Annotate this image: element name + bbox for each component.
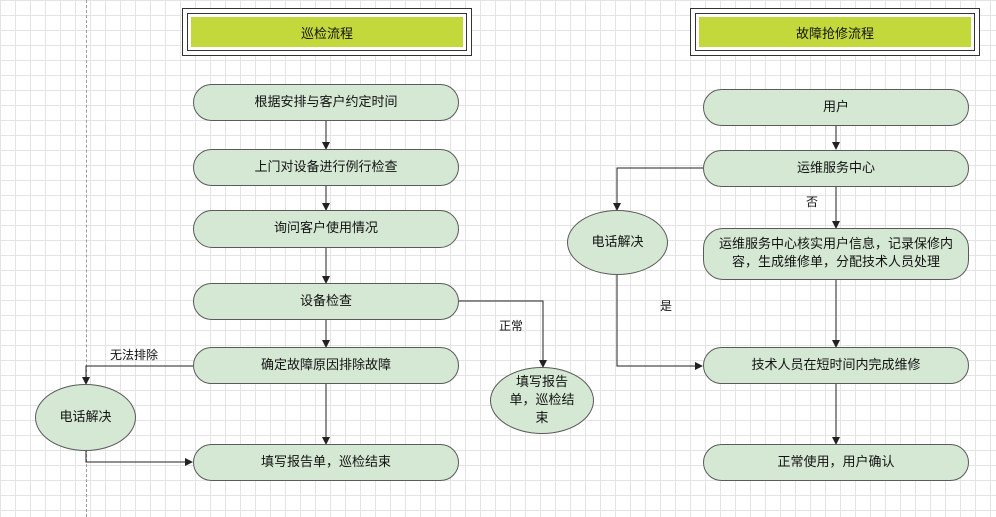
left-step-4[interactable]: 设备检查 [193,283,459,320]
right-step-2[interactable]: 运维服务中心 [703,150,969,187]
right-step-5[interactable]: 正常使用，用户确认 [703,444,969,481]
label-cannot-resolve: 无法排除 [110,348,159,362]
right-step-3[interactable]: 运维服务中心核实用户信息，记录保修内容，生成维修单，分配技术人员处理 [703,228,969,280]
edge-normal [459,300,547,368]
left-title-frame: 巡检流程 [182,8,472,56]
right-title-frame: 故障抢修流程 [690,8,980,56]
right-step-1[interactable]: 用户 [703,89,969,126]
edge-r2-phone [613,167,703,211]
right-phone-ellipse[interactable]: 电话解决 [567,210,668,275]
left-phone-ellipse[interactable]: 电话解决 [35,384,136,451]
label-normal: 正常 [499,319,524,333]
left-step-6[interactable]: 填写报告单，巡检结束 [193,444,459,481]
edge-phone-r4 [616,275,703,370]
right-flow-title: 故障抢修流程 [699,17,971,47]
edge-phone-report [85,451,193,466]
left-flow-title: 巡检流程 [191,17,463,47]
left-step-5[interactable]: 确定故障原因排除故障 [193,347,459,384]
left-report-ellipse[interactable]: 填写报告单，巡检结束 [490,367,594,434]
label-yes: 是 [660,299,673,313]
swimlane-divider [86,0,87,517]
left-step-1[interactable]: 根据安排与客户约定时间 [193,84,459,121]
right-step-4[interactable]: 技术人员在短时间内完成维修 [703,347,969,384]
label-no: 否 [806,195,819,209]
left-step-2[interactable]: 上门对设备进行例行检查 [193,149,459,186]
edge-cannot [82,365,193,385]
left-step-3[interactable]: 询问客户使用情况 [193,210,459,248]
